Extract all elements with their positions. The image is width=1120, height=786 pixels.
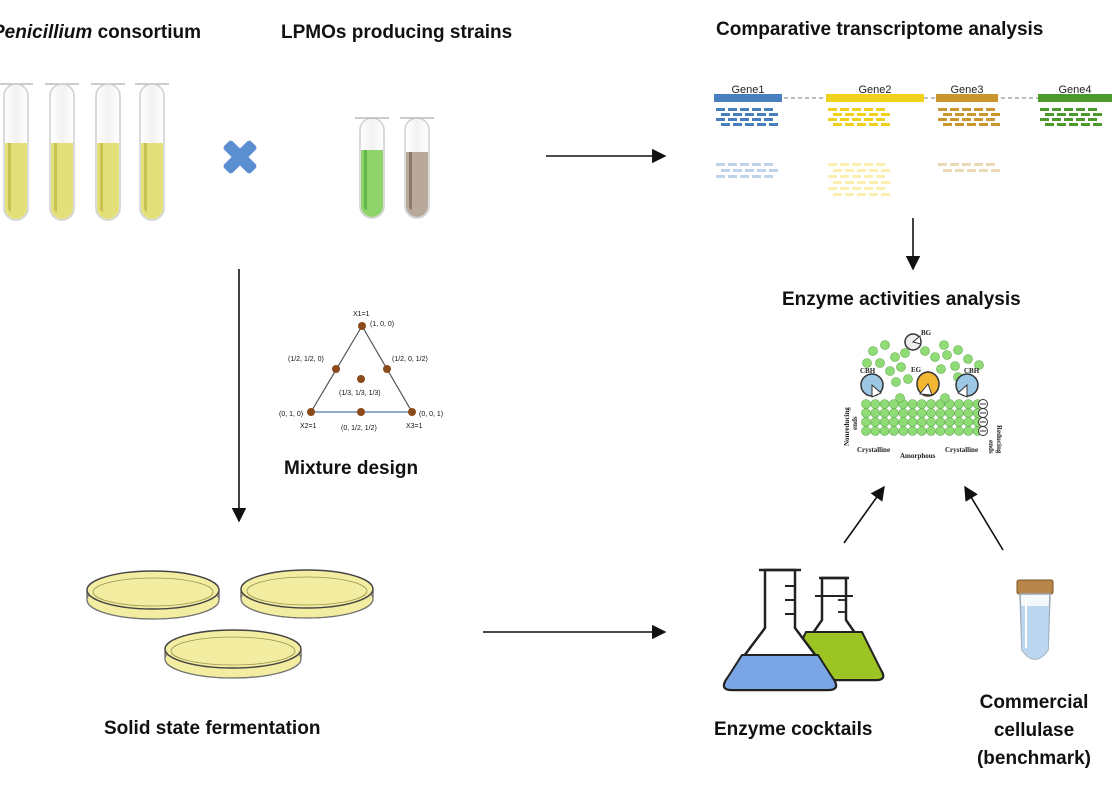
eg-label: EG [911, 366, 922, 374]
commercial-label-1: Commercial [980, 692, 1089, 713]
gene-tracks: Gene1 Gene2 Gene3 Gene4 [714, 84, 1112, 196]
enzyme-activities-label: Enzyme activities analysis [782, 289, 1021, 310]
lpmo-strains-label: LPMOs producing strains [281, 22, 512, 43]
mixture-point-top [358, 322, 366, 330]
gene-label: Gene4 [1058, 84, 1091, 96]
gene-label: Gene2 [858, 84, 891, 96]
cbh-right-label: CBH [964, 367, 980, 375]
commercial-cellulase-tube-icon [1016, 579, 1054, 660]
gene-track-2: Gene2 [826, 84, 924, 196]
eg-enzyme-icon: EG [911, 366, 940, 397]
petri-dish-icon [164, 629, 302, 679]
lpmo-strain-tubes [355, 117, 434, 219]
mixture-label-p-mid-right: (1/2, 0, 1/2) [392, 356, 428, 363]
mixture-label-x1: X1=1 [353, 311, 370, 318]
mixture-label-x2: X2=1 [300, 423, 317, 430]
test-tube-icon [0, 83, 33, 221]
consortium-label: Penicillium consortium [0, 22, 201, 43]
gene-track-3: Gene3 [936, 84, 1000, 172]
mixture-label-p-left: (0, 1, 0) [279, 411, 303, 418]
cbh-right-enzyme-icon: CBH [955, 367, 980, 398]
nonreducing-label-1: Nonreducing [843, 407, 851, 446]
mixture-point-left [307, 408, 315, 416]
test-tube-icon [45, 83, 79, 221]
cellulose-chain-grid [861, 393, 983, 436]
cbh-left-label: CBH [860, 367, 876, 375]
cbh-left-enzyme-icon: CBH [860, 367, 884, 398]
enzyme-cocktail-flasks [722, 568, 885, 692]
arrow-commercial-to-activities [964, 485, 1004, 551]
gene-track-1: Gene1 [714, 84, 782, 178]
nonreducing-label-2: ends [851, 416, 859, 430]
reducing-label-1: Reducing [995, 425, 1003, 454]
mixture-design-triangle: X1=1 (1, 0, 0) (1/2, 1/2, 0) (1/2, 0, 1/… [279, 311, 443, 432]
free-glucose-dots [862, 340, 984, 387]
mixture-label-p-bottom: (0, 1/2, 1/2) [341, 425, 377, 432]
cross-icon [223, 140, 257, 174]
mixture-label-p-center: (1/3, 1/3, 1/3) [339, 390, 381, 397]
mixture-point-mid-right [383, 365, 391, 373]
mixture-label-x3: X3=1 [406, 423, 423, 430]
crystalline-left-label: Crystalline [857, 446, 890, 454]
mixture-label-p-right: (0, 0, 1) [419, 411, 443, 418]
bg-label: BG [921, 329, 932, 337]
commercial-label-3: (benchmark) [977, 748, 1091, 769]
cocktails-label: Enzyme cocktails [714, 719, 872, 740]
mixture-design-label: Mixture design [284, 458, 418, 479]
gene-label: Gene1 [731, 84, 764, 96]
petri-dish-icon [240, 569, 374, 619]
test-tube-icon [135, 83, 169, 221]
test-tube-icon [91, 83, 125, 221]
petri-dishes [86, 569, 374, 679]
amorphous-label: Amorphous [900, 452, 936, 460]
consortium-test-tubes [0, 83, 169, 221]
bg-enzyme-icon: BG [904, 329, 932, 351]
reducing-end-dots [978, 399, 988, 436]
blue-flask-icon [722, 568, 838, 692]
mixture-point-right [408, 408, 416, 416]
mixture-label-p-mid-left: (1/2, 1/2, 0) [288, 356, 324, 363]
petri-dish-icon [86, 570, 220, 620]
ssf-label: Solid state fermentation [104, 718, 320, 739]
enzyme-action-diagram: BG EG CBH CBH Nonreducing ends Reducing … [843, 329, 1003, 460]
crystalline-right-label: Crystalline [945, 446, 978, 454]
mixture-point-center [357, 375, 365, 383]
mixture-point-mid-left [332, 365, 340, 373]
mixture-label-p-top: (1, 0, 0) [370, 321, 394, 328]
arrow-cocktails-to-activities [843, 485, 885, 544]
reducing-label-2: ends [987, 440, 995, 454]
gene-label: Gene3 [950, 84, 983, 96]
gene-track-4: Gene4 [1038, 84, 1112, 126]
commercial-label-2: cellulase [994, 720, 1074, 741]
transcriptome-label: Comparative transcriptome analysis [716, 19, 1043, 40]
mixture-point-bottom [357, 408, 365, 416]
